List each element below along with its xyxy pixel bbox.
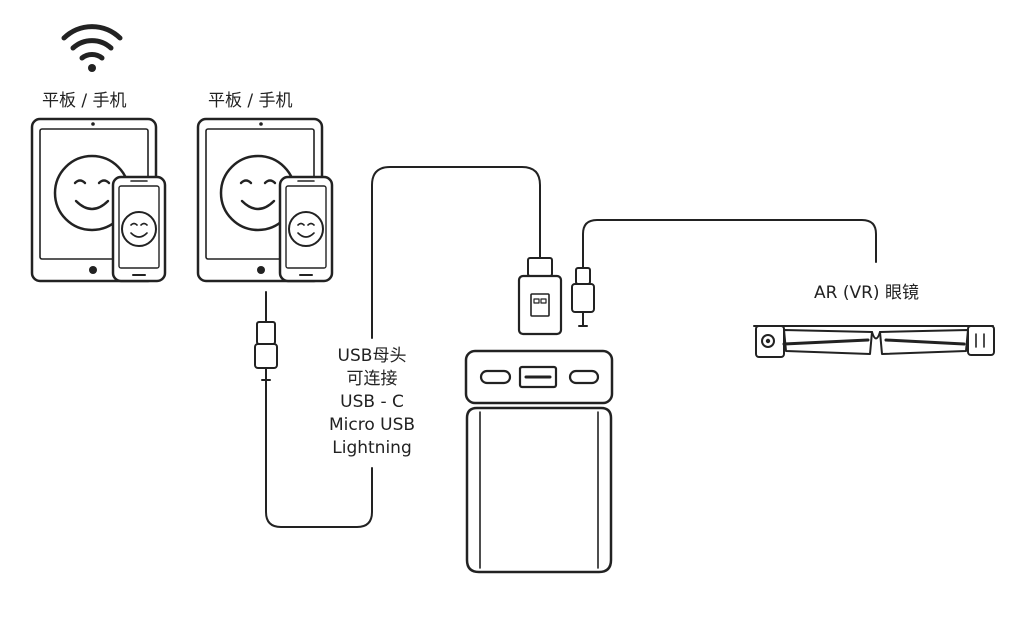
tablet-phone-group-left (30, 117, 167, 283)
usb-note-line: USB母头 (337, 346, 407, 366)
smiley-face-icon (121, 211, 157, 247)
device-label-right: 平板 / 手机 (208, 91, 293, 111)
smiley-face-icon (288, 211, 324, 247)
usb-note-line: Micro USB (328, 415, 416, 435)
phone-icon (111, 175, 167, 283)
usb-note-line: Lightning (332, 438, 412, 458)
usb-a-plug-icon (517, 257, 563, 336)
device-label-left: 平板 / 手机 (42, 91, 127, 111)
usb-note-line: 可连接 (346, 369, 398, 389)
cable-arch (371, 166, 541, 339)
ar-glasses-icon (753, 325, 995, 358)
phone-icon (278, 175, 334, 283)
cable-glasses-to-power-bank (582, 219, 877, 269)
tablet-phone-group-right (196, 117, 334, 283)
cable-tablet-loop (265, 379, 373, 528)
glasses-label: AR (VR) 眼镜 (814, 283, 919, 303)
power-bank-icon (464, 349, 614, 574)
usb-compatibility-note: USB母头 可连接 USB - C Micro USB Lightning (312, 345, 432, 460)
usb-note-line: USB - C (340, 392, 404, 412)
usb-c-plug-icon (254, 321, 278, 381)
usb-c-plug-icon (571, 267, 595, 327)
wifi-icon (61, 24, 123, 72)
